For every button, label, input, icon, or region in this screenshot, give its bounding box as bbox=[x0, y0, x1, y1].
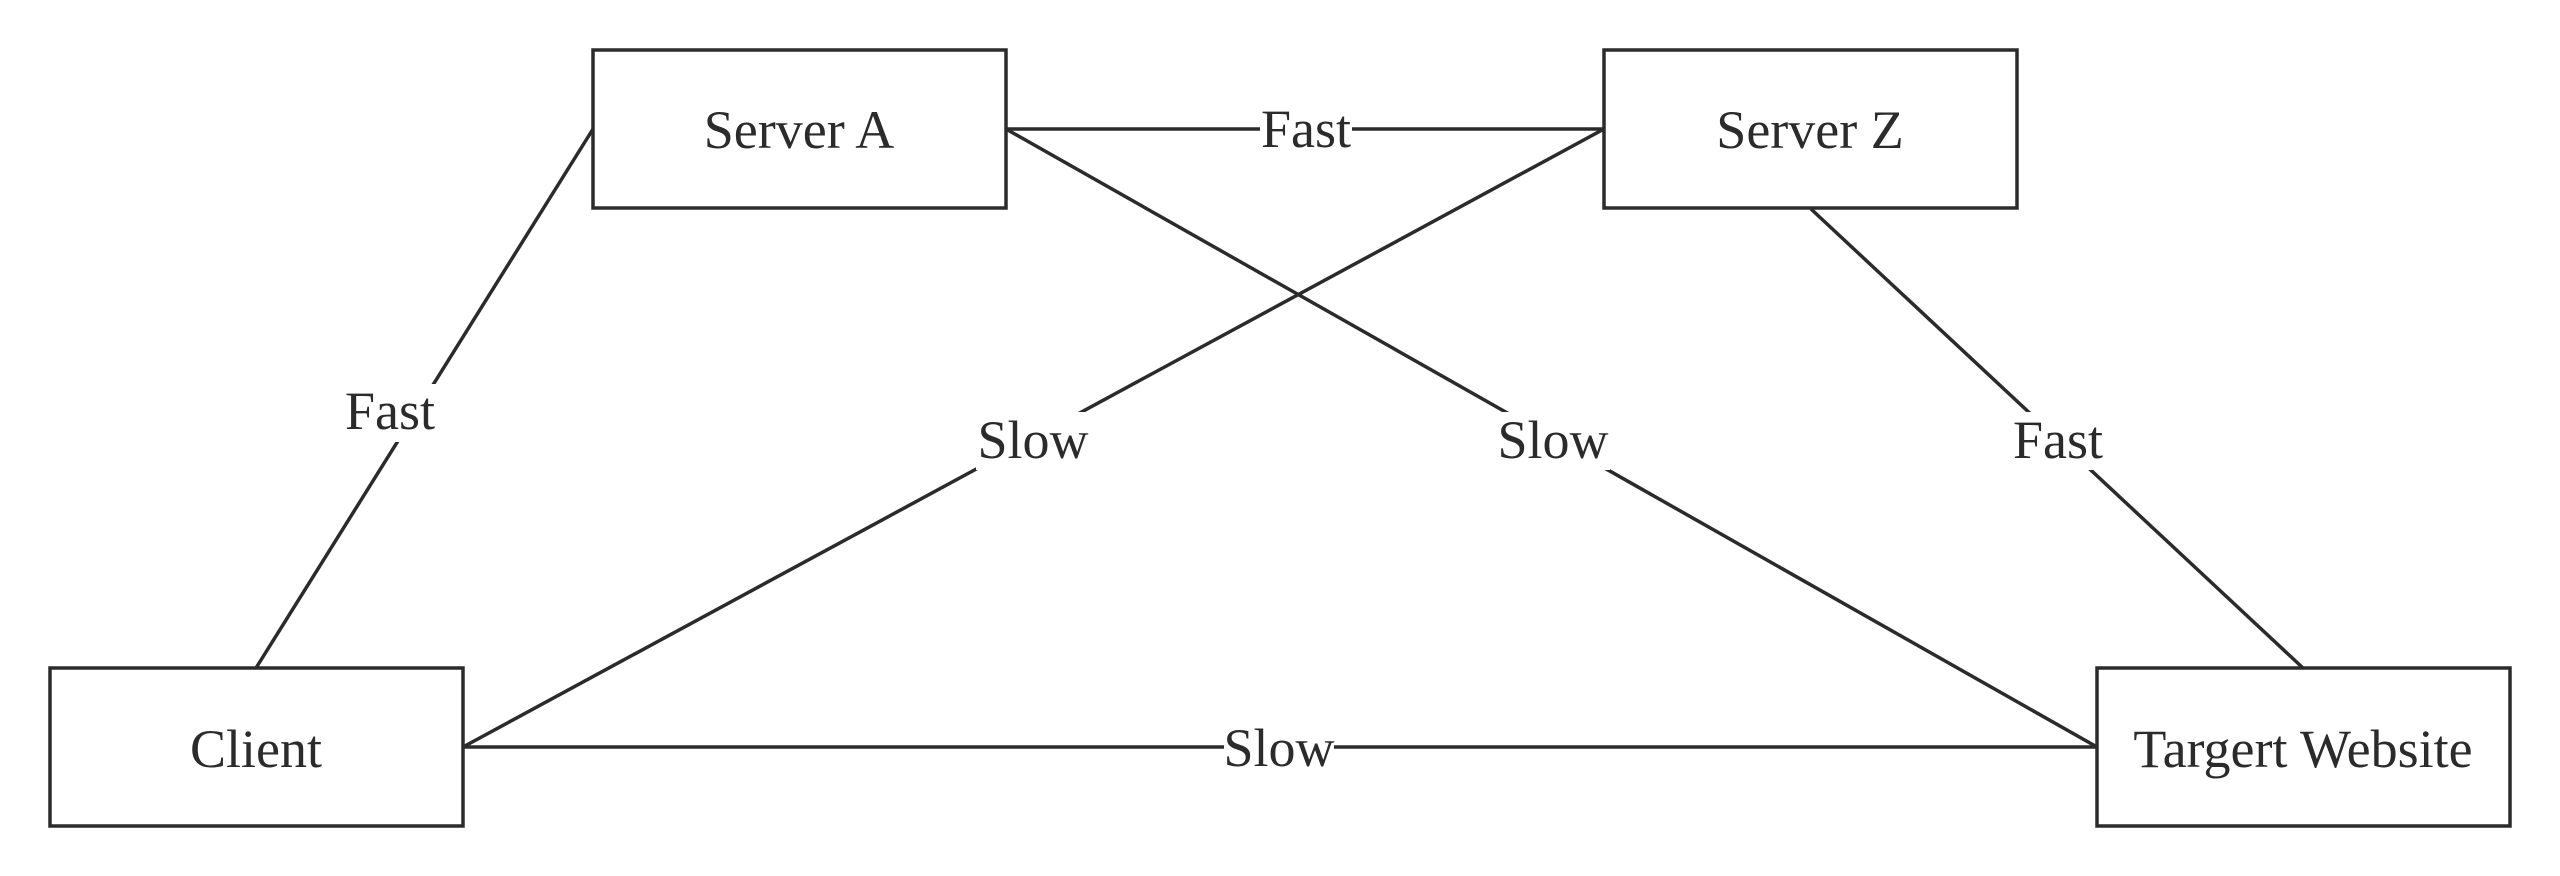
edge-label-server-a-target: Slow bbox=[1497, 410, 1608, 470]
edge-lines bbox=[254, 127, 2305, 749]
edge-label-client-server-a: Fast bbox=[345, 381, 435, 441]
edge-label-server-a-server-z: Fast bbox=[1261, 99, 1351, 159]
node-label-target-website: Targert Website bbox=[2133, 719, 2472, 779]
edge-label-slow-right: Slow bbox=[1496, 410, 1610, 470]
edge-label-fast-top: Fast bbox=[1260, 99, 1352, 159]
edge-label-fast-right: Fast bbox=[2010, 410, 2106, 470]
node-label-server-a: Server A bbox=[704, 100, 894, 160]
node-box-server-a bbox=[591, 48, 1008, 210]
node-label-server-z: Server Z bbox=[1716, 100, 1903, 160]
node-server-a: Server A bbox=[591, 48, 1008, 210]
edge-label-slow-bottom: Slow bbox=[1223, 718, 1334, 778]
edge-label-fast-left: Fast bbox=[342, 381, 438, 442]
node-box-target-website bbox=[2095, 666, 2512, 828]
node-client: Client bbox=[48, 666, 465, 828]
node-server-z: Server Z bbox=[1602, 48, 2019, 210]
edge-label-server-z-target: Fast bbox=[2013, 410, 2103, 470]
edge-label-client-server-z: Slow bbox=[977, 410, 1088, 470]
node-label-client: Client bbox=[190, 719, 322, 779]
edge-label-client-target: Slow bbox=[1223, 718, 1334, 778]
node-target-website: Targert Website bbox=[2095, 666, 2512, 828]
edge-label-slow-left: Slow bbox=[976, 410, 1090, 470]
node-box-server-z bbox=[1602, 48, 2019, 210]
node-box-client bbox=[48, 666, 465, 828]
